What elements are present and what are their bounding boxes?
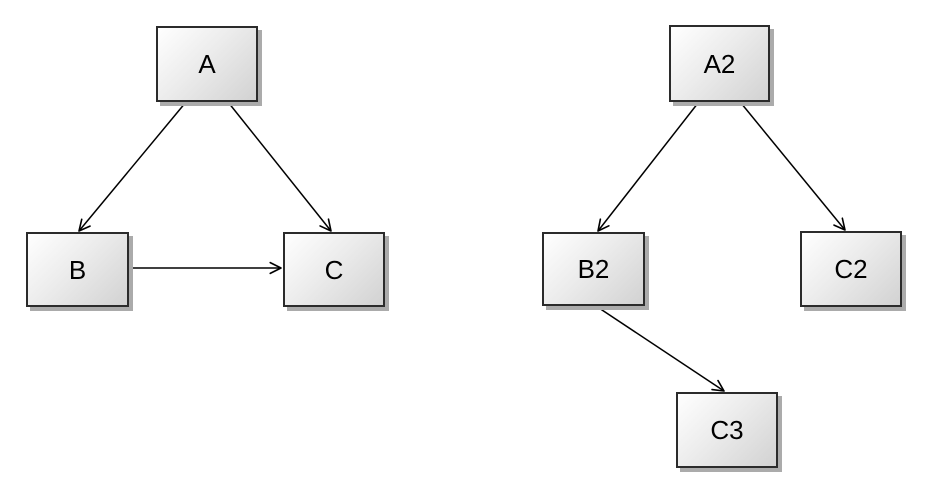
edge-A-C[interactable] bbox=[227, 101, 332, 232]
edge-A-B[interactable] bbox=[78, 101, 187, 232]
node-A2[interactable]: A2 bbox=[669, 25, 770, 102]
node-C[interactable]: C bbox=[283, 232, 385, 307]
node-B2[interactable]: B2 bbox=[542, 232, 645, 306]
node-label: B bbox=[68, 254, 87, 285]
node-label: C bbox=[324, 254, 344, 285]
node-label: A2 bbox=[703, 48, 736, 79]
node-label: B2 bbox=[577, 254, 610, 284]
node-label: A bbox=[198, 49, 216, 79]
edge-A2-C2[interactable] bbox=[740, 102, 846, 231]
edge-B2-C3[interactable] bbox=[595, 305, 725, 392]
node-B[interactable]: B bbox=[26, 232, 129, 307]
edge-A2-B2[interactable] bbox=[597, 102, 699, 232]
node-label: C3 bbox=[710, 415, 744, 445]
node-A[interactable]: A bbox=[156, 26, 258, 102]
node-C3[interactable]: C3 bbox=[676, 392, 778, 468]
node-label: C2 bbox=[834, 254, 868, 284]
node-C2[interactable]: C2 bbox=[800, 231, 902, 307]
